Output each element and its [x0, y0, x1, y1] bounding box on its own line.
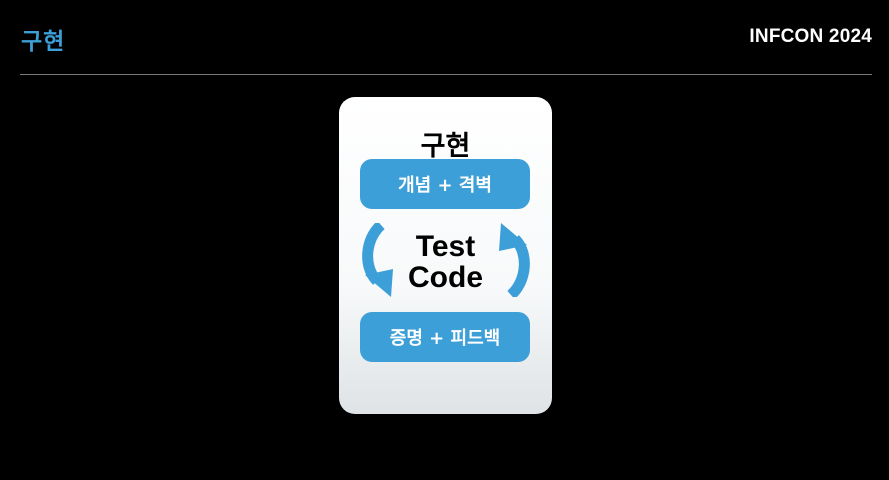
cycle-down-arrow-icon: [362, 223, 393, 297]
step-pill-feedback: 증명 + 피드백: [360, 312, 530, 362]
test-code-line2: Code: [408, 261, 483, 294]
test-code-label: Test Code: [339, 231, 552, 293]
test-code-line1: Test: [415, 230, 476, 263]
card-title: 구현: [420, 131, 471, 162]
cycle-up-arrow-icon: [499, 223, 530, 297]
step-pill-concept: 개념 + 격벽: [360, 159, 530, 209]
slide-title: 구현: [21, 29, 66, 55]
brand-label: INFCON 2024: [749, 26, 872, 47]
implementation-card: 구현 개념 + 격벽 Test Code 증명 + 피드백: [339, 97, 552, 414]
header-divider: [20, 74, 872, 75]
